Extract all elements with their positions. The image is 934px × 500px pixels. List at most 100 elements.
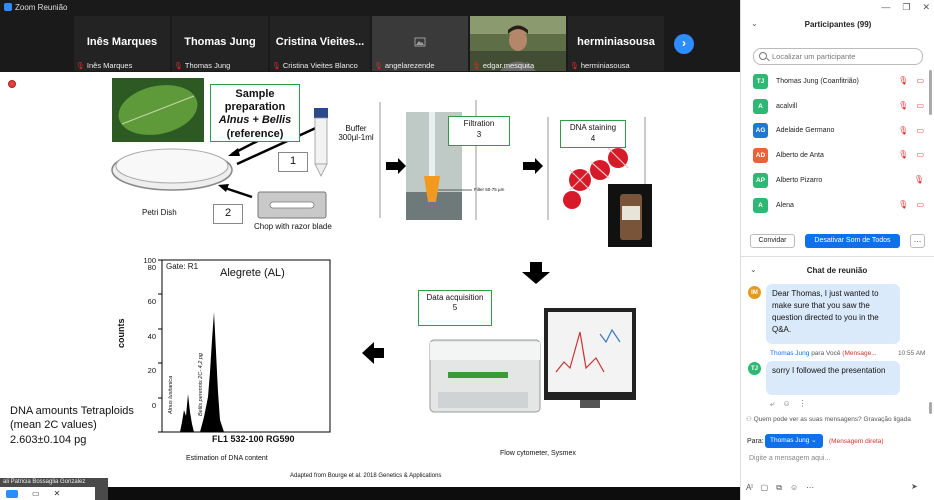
info-icon: ⚇ [746,416,754,423]
tile-caption: herminiasousa [580,61,630,70]
buffer-label: Buffer 300µl-1ml [338,124,374,142]
muted-icons: 🎙 ▭ [898,76,927,85]
recipient-select[interactable]: Thomas Jung ⌄ [765,434,823,448]
search-placeholder: Localizar um participante [772,52,856,61]
title-bar: Zoom Reunião [0,0,740,14]
slide-graphics [111,78,652,433]
avatar: AD [753,148,768,164]
sample-prep-species: Alnus + Bellis [218,114,292,127]
video-tile[interactable]: Thomas Jung 🎙Thomas Jung [172,16,268,71]
mute-all-button[interactable]: Desativar Som de Todos [805,234,900,248]
participant-search-input[interactable]: Localizar um participante [753,48,923,65]
chat-scrollbar[interactable] [929,402,932,414]
close-icon[interactable]: ✕ [53,489,61,498]
message-to: para Você [809,350,843,357]
participant-name: Adelaide Germano [776,127,835,135]
participant-row[interactable]: TJ Thomas Jung (Coanfitrião) 🎙 ▭ [753,69,931,94]
avatar: TJ [753,73,768,89]
invite-button[interactable]: Convidar [750,234,795,248]
y-tick: 100 [143,256,156,265]
sender-name[interactable]: Thomas Jung [770,350,810,357]
participant-row[interactable]: A Alena 🎙 ▭ [753,193,931,218]
more-icon[interactable]: ⋮ [798,399,807,408]
format-icon[interactable]: Aᴵ [746,483,753,492]
visibility-notice[interactable]: ⚇ Quem pode ver as suas mensagens? Grava… [746,415,911,423]
side-panel: — ❐ ✕ ⌄ Participantes (99) Localizar um … [740,0,934,500]
zoom-logo-icon [4,3,12,11]
restore-icon[interactable]: ▭ [32,489,40,498]
muted-icons: 🎙 ▭ [898,199,927,209]
participant-name: acalvill [776,102,798,110]
participant-row[interactable]: AP Alberto Pizarro 🎙 [753,168,931,193]
window-controls: — ❐ ✕ [881,2,930,13]
acquisition-box: Data acquisition 5 [418,290,492,326]
picture-icon [414,37,426,47]
emoji-icon[interactable]: ☺ [789,483,799,492]
participant-row[interactable]: A acalvill 🎙 ▭ [753,94,931,119]
filtration-num: 3 [476,129,482,139]
y-tick: 60 [147,297,156,307]
participant-name: Alberto Pizarro [776,177,823,185]
gate-label: Gate: R1 [166,262,199,271]
minimize-icon[interactable]: — [881,2,891,12]
avatar: A [753,197,768,213]
y-tick: 0 [151,400,156,410]
maximize-icon[interactable]: ❐ [902,2,911,12]
y-tick: 40 [147,331,156,341]
chat-header: Chat de reunião [806,266,868,275]
y-ticks: 0 20 40 60 80 100 [142,257,156,436]
x-axis-label: FL1 532-100 RG590 [212,434,295,444]
tile-name: Thomas Jung [184,36,256,48]
mic-muted-icon: 🎙 [472,62,481,70]
message-input[interactable]: Digite a mensagem aqui... [749,455,831,462]
chevron-down-icon[interactable]: ⌄ [751,19,758,28]
direct-tag: (Mensage... [842,350,877,357]
peak2-label: Bellis perennis 2C- 4,2 pg [198,353,204,416]
emoji-icon[interactable]: ☺ [782,399,791,408]
tile-caption: angelarezende [384,61,435,70]
sample-prep-box: Sample preparation Alnus + Bellis (refer… [210,84,300,142]
participant-name: Thomas Jung (Coanfitrião) [776,77,859,85]
tile-caption: Cristina Vieites Blanco [282,61,358,70]
video-tile[interactable]: herminiasousa 🎙herminiasousa [568,16,664,71]
participant-video [470,16,566,71]
participant-row[interactable]: AG Adelaide Germano 🎙 ▭ [753,119,931,144]
y-tick: 80 [147,263,156,272]
participant-scrollbar[interactable] [929,70,932,115]
notice-text: Quem pode ver as suas mensagens? Gravaçã… [753,416,911,423]
next-page-button[interactable]: › [674,34,694,54]
avatar: AP [753,173,768,189]
mini-video-label: ali Patricia Bossaglia Gonzalez [3,479,86,485]
more-button[interactable]: … [910,234,925,248]
avatar: IM [748,286,761,299]
screenshot-icon[interactable]: ⧉ [776,483,782,492]
video-tile[interactable]: Inês Marques 🎙Inês Marques [74,16,170,71]
more-icon[interactable]: ⋯ [806,483,815,492]
participant-name: Alberto de Anta [776,152,824,160]
avatar: A [753,98,768,114]
reply-icon[interactable]: ⤶ [770,399,775,408]
y-tick: 20 [147,366,156,376]
histogram-caption: Estimation of DNA content [186,455,268,462]
share-indicator-icon [8,80,16,88]
sample-prep-note: (reference) [226,127,284,140]
video-tile[interactable]: 🎙edgar.mesquita [470,16,566,71]
muted-icons: 🎙 [913,175,927,185]
avatar: AG [753,123,768,139]
chevron-down-icon[interactable]: ⌄ [750,265,757,274]
participants-header: Participantes (99) [804,20,872,29]
muted-icons: 🎙 ▭ [898,125,927,135]
close-window-icon[interactable]: ✕ [922,2,930,12]
participant-row[interactable]: AD Alberto de Anta 🎙 ▭ [753,143,931,168]
video-tile[interactable]: 🎙angelarezende [372,16,468,71]
video-strip: Inês Marques 🎙Inês Marques Thomas Jung 🎙… [0,14,740,72]
staining-num: 4 [590,133,596,143]
video-tile[interactable]: Cristina Vieites... 🎙Cristina Vieites Bl… [270,16,370,71]
tile-caption: Thomas Jung [184,61,231,70]
chat-message: sorry I followed the presentation [766,361,900,395]
tile-name: herminiasousa [577,36,655,48]
file-icon[interactable]: ▢ [760,483,769,492]
send-icon[interactable]: ➤ [911,482,918,491]
staining-box: DNA staining 4 [560,120,626,148]
